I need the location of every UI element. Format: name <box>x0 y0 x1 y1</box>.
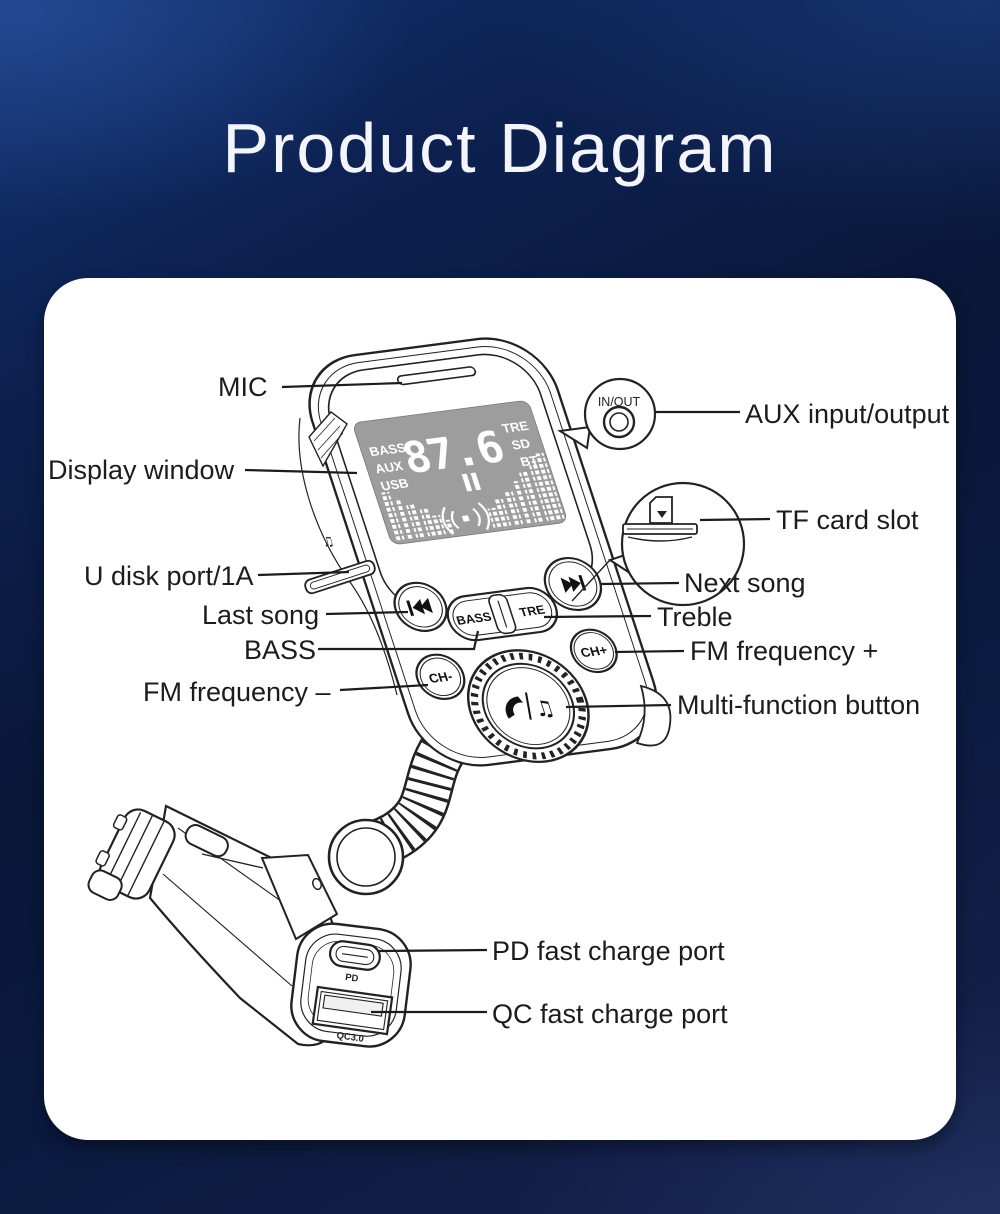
call-music-icon: ♫ <box>505 692 558 723</box>
leader-u-disk <box>257 570 350 577</box>
ch-plus-button: CH+ <box>569 628 618 674</box>
leader-treble <box>543 614 652 619</box>
aux-callout-tail <box>557 425 592 450</box>
ch-minus-label: CH- <box>427 669 455 686</box>
label-tf-card-slot: TF card slot <box>776 505 919 535</box>
leader-display-window <box>244 468 358 475</box>
pd-port-label: PD <box>344 972 359 985</box>
charger-clip <box>184 824 229 858</box>
knob-knurling <box>470 652 586 760</box>
lcd-indicator-usb: USB <box>379 476 411 494</box>
gooseneck-tube <box>327 716 474 896</box>
display-window: BASS AUX USB TRE SD BT 87.6 <box>353 400 567 545</box>
charger-bracket <box>260 853 339 941</box>
previous-track-icon <box>406 597 433 617</box>
label-bass: BASS <box>244 635 317 665</box>
label-last-song: Last song <box>202 600 320 630</box>
transmitter-head: BASS AUX USB TRE SD BT 87.6 <box>308 337 658 767</box>
usb-music-note-icon: ♫ <box>321 534 336 551</box>
leader-last-song <box>325 610 409 616</box>
leader-lines <box>244 381 771 1014</box>
leader-pd <box>378 948 488 953</box>
charger-face <box>290 922 412 1048</box>
leader-fm-plus <box>614 649 685 654</box>
label-pd-port: PD fast charge port <box>492 936 725 966</box>
label-treble: Treble <box>657 602 733 632</box>
mic-slot <box>396 366 477 386</box>
lcd-indicator-tre: TRE <box>500 418 531 436</box>
lcd-indicator-bass: BASS <box>367 440 408 459</box>
leader-tf <box>699 517 771 522</box>
leader-fm-minus <box>339 683 429 692</box>
gooseneck-joint-ring <box>327 818 405 896</box>
u-disk-port <box>304 559 376 595</box>
ch-minus-button: CH- <box>415 653 466 700</box>
car-charger-plug: PD QC3.0 <box>87 804 412 1048</box>
tf-slot-icon <box>622 523 698 542</box>
aux-callout-text: IN/OUT <box>598 395 641 409</box>
label-aux: AUX input/output <box>745 399 950 429</box>
pause-icon <box>461 472 482 492</box>
label-display-window: Display window <box>48 455 235 485</box>
broadcast-icon <box>441 502 491 535</box>
page-title: Product Diagram <box>222 109 778 187</box>
label-multi-function: Multi-function button <box>677 690 921 720</box>
label-u-disk-port: U disk port/1A <box>84 561 254 591</box>
head-side-details: ♫ <box>298 411 672 747</box>
aux-jack-icon <box>602 405 636 439</box>
tf-callout <box>571 481 746 607</box>
leader-next-song <box>600 581 680 586</box>
leader-multi <box>565 703 672 709</box>
usb-a-qc-port: QC3.0 <box>311 985 394 1045</box>
leader-mic <box>281 381 403 389</box>
bass-tre-rocker: BASS TRE <box>446 586 558 642</box>
next-song-button <box>543 556 603 612</box>
multi-function-knob: ♫ <box>466 649 590 764</box>
leader-bass <box>318 630 480 651</box>
lcd-indicator-aux: AUX <box>373 458 405 476</box>
side-bump <box>635 684 672 747</box>
next-track-icon <box>560 574 587 593</box>
label-fm-plus: FM frequency + <box>690 636 879 666</box>
label-fm-minus: FM frequency – <box>143 677 331 707</box>
qc-port-label: QC3.0 <box>336 1030 365 1045</box>
rocker-tre-label: TRE <box>518 603 547 620</box>
label-qc-port: QC fast charge port <box>492 999 728 1029</box>
charger-nose-cap <box>87 808 176 901</box>
label-next-song: Next song <box>684 568 806 598</box>
spectrum-bars <box>381 452 566 543</box>
usb-c-pd-port: PD <box>328 940 381 985</box>
ch-plus-label: CH+ <box>579 642 610 660</box>
lcd-indicator-sd: SD <box>510 436 533 453</box>
rocker-bass-label: BASS <box>455 610 494 628</box>
label-mic: MIC <box>218 372 268 402</box>
aux-callout: IN/OUT <box>557 377 657 451</box>
last-song-button <box>393 581 448 632</box>
tf-card-icon <box>649 496 673 524</box>
spring-contact-nub <box>87 869 123 901</box>
